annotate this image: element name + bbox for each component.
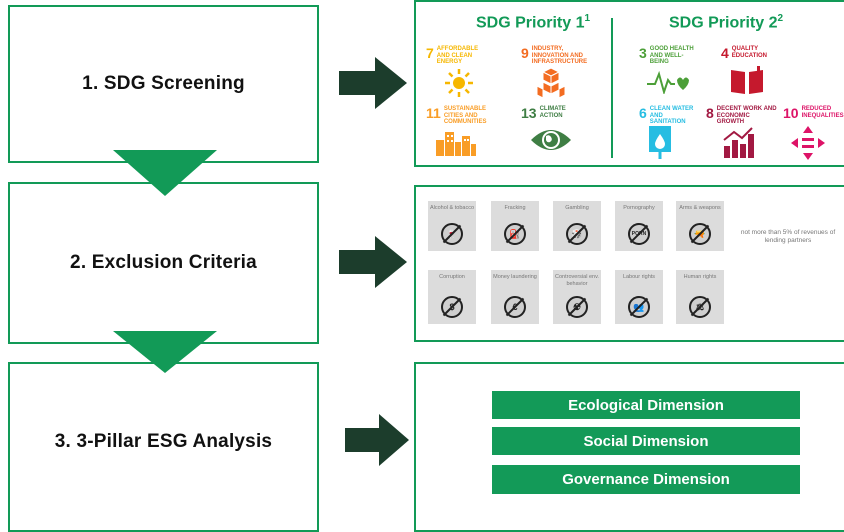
exclusion-labour-rights: Labour rights 👥	[615, 270, 663, 324]
exclusion-arms-weapons: Arms & weapons 🔫	[676, 201, 724, 251]
sdg-panel: SDG Priority 11 SDG Priority 22 7 Afford…	[414, 0, 844, 167]
growth-chart-icon	[723, 127, 754, 158]
esg-panel: Ecological Dimension Social Dimension Go…	[414, 362, 844, 532]
right-arrow-icon	[339, 57, 407, 109]
sdg-goal-10: 10 Reduced inequalities	[783, 106, 844, 166]
equality-icon	[791, 126, 825, 160]
heartbeat-icon	[647, 70, 689, 94]
right-arrow-icon	[345, 414, 409, 466]
no-weapons-icon: 🔫	[689, 223, 711, 245]
human-rights-icon: ⚖	[689, 296, 711, 318]
no-money-laundering-icon: €	[504, 296, 526, 318]
sdg-goal-11: 11 Sustainable cities and communities	[426, 106, 516, 164]
no-porn-icon: PORN	[628, 223, 650, 245]
sdg-goal-4: 4 Quality education	[721, 46, 791, 106]
down-chevron-icon	[113, 331, 217, 373]
sdg-priority-2-title: SDG Priority 22	[669, 13, 784, 32]
step-box-exclusion-criteria: 2. Exclusion Criteria	[8, 182, 319, 344]
cubes-icon	[536, 67, 566, 99]
exclusion-note: not more than 5% of revenues of lending …	[740, 229, 836, 244]
sdg-goal-9: 9 Industry, innovation and infrastructur…	[521, 46, 606, 108]
no-alcohol-icon: 🍷	[441, 223, 463, 245]
step-box-sdg-screening: 1. SDG Screening	[8, 5, 319, 163]
exclusion-panel: Alcohol & tobacco 🍷 Fracking ⛽ Gambling …	[414, 185, 844, 342]
no-fracking-icon: ⛽	[504, 223, 526, 245]
exclusion-corruption: Corruption $	[428, 270, 476, 324]
ecological-dimension-bar: Ecological Dimension	[492, 391, 800, 419]
sdg-priority-1-title: SDG Priority 11	[476, 13, 591, 32]
sdg-goal-6: 6 Clean water and sanitation	[639, 106, 709, 166]
water-drop-icon	[649, 126, 671, 159]
sun-icon	[445, 69, 473, 97]
social-dimension-bar: Social Dimension	[492, 427, 800, 455]
step-title-esg-analysis: 3. 3-Pillar ESG Analysis	[54, 431, 273, 452]
no-env-damage-icon: ☢	[566, 296, 588, 318]
step-title-sdg-screening: 1. SDG Screening	[82, 73, 245, 94]
exclusion-money-laundering: Money laundering €	[491, 270, 539, 324]
book-icon	[731, 66, 763, 94]
exclusion-fracking: Fracking ⛽	[491, 201, 539, 251]
right-arrow-icon	[339, 236, 407, 288]
buildings-icon	[436, 132, 476, 156]
sdg-goal-13: 13 Climate action	[521, 106, 606, 164]
step-box-esg-analysis: 3. 3-Pillar ESG Analysis	[8, 362, 319, 532]
eye-globe-icon	[531, 130, 571, 150]
no-corruption-icon: $	[441, 296, 463, 318]
priority-divider	[611, 18, 613, 158]
no-gambling-icon: 🎲	[566, 223, 588, 245]
exclusion-pornography: Pornography PORN	[615, 201, 663, 251]
governance-dimension-bar: Governance Dimension	[492, 465, 800, 494]
sdg-goal-8: 8 Decent work and economic growth	[706, 106, 786, 166]
exclusion-controversial-env: Controversial env. behavior ☢	[553, 270, 601, 324]
sdg-goal-3: 3 Good health and well-being	[639, 46, 709, 106]
exclusion-human-rights: Human rights ⚖	[676, 270, 724, 324]
sdg-goal-7: 7 Affordable and clean energy	[426, 46, 511, 108]
exclusion-gambling: Gambling 🎲	[553, 201, 601, 251]
step-title-exclusion-criteria: 2. Exclusion Criteria	[70, 252, 257, 273]
exclusion-alcohol-tobacco: Alcohol & tobacco 🍷	[428, 201, 476, 251]
labour-rights-icon: 👥	[628, 296, 650, 318]
down-chevron-icon	[113, 150, 217, 196]
